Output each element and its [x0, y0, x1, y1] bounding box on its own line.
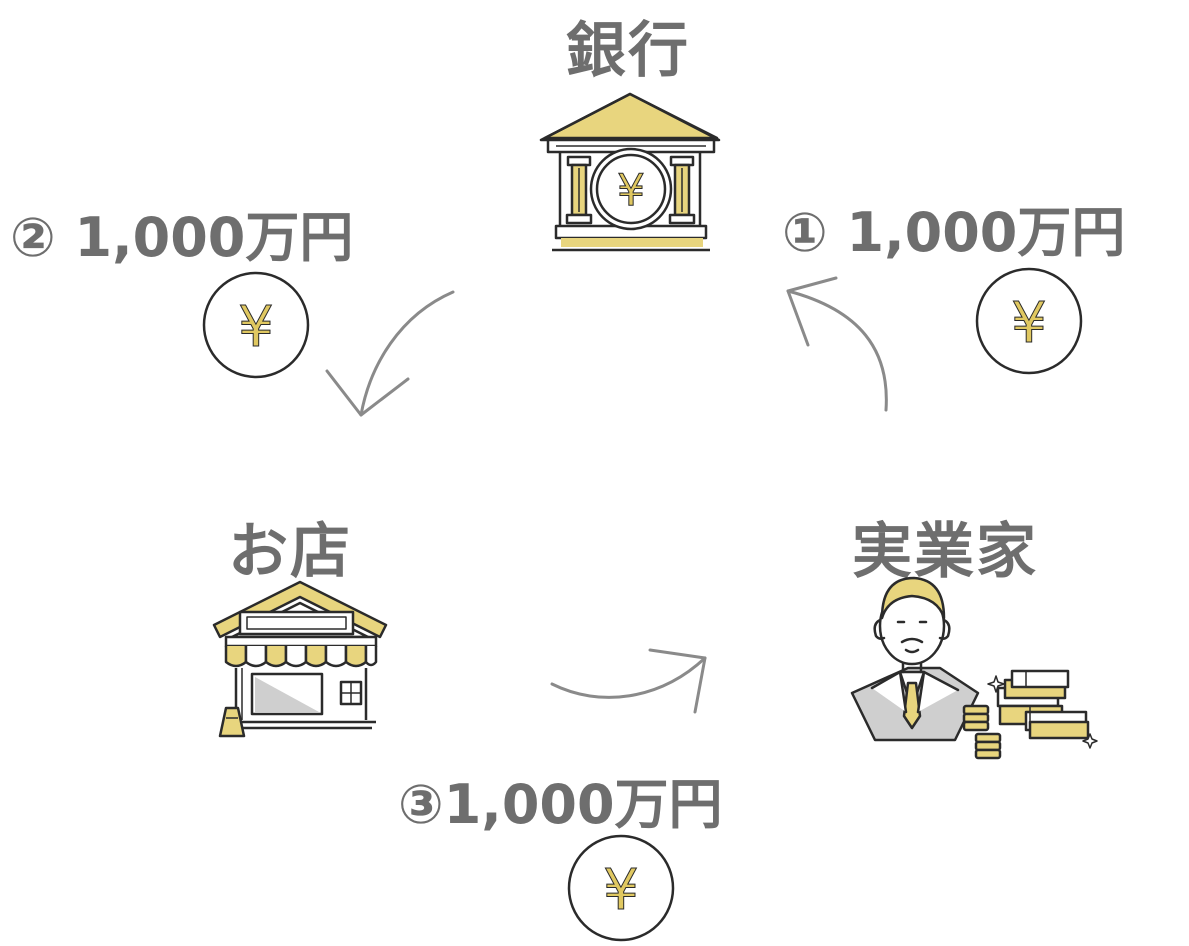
flow-1-label: ① 1,000万円	[782, 188, 1125, 267]
coin-3-yen: ¥	[603, 858, 639, 923]
coin-1-icon: ¥	[975, 267, 1083, 375]
coin-1-yen: ¥	[1011, 291, 1047, 356]
coin-2-yen: ¥	[238, 295, 274, 360]
shop-icon	[212, 580, 388, 738]
flow-2-label: ② 1,000万円	[10, 193, 353, 272]
arrow-entrepreneur-to-bank	[786, 276, 888, 412]
entrepreneur-icon	[850, 576, 1098, 760]
flow-3-amount: 1,000万円	[443, 773, 723, 836]
flow-1-step: ①	[782, 201, 828, 264]
coin-3-icon: ¥	[567, 834, 675, 942]
bank-label: 銀行	[566, 16, 690, 86]
bank-icon	[539, 92, 721, 252]
shop-label: お店	[228, 517, 352, 587]
flow-3-step: ③	[398, 773, 444, 836]
entrepreneur-label: 実業家	[852, 517, 1038, 587]
flow-3-label: ③1,000万円	[398, 760, 723, 839]
coin-2-icon: ¥	[202, 271, 310, 379]
flow-2-amount: 1,000万円	[74, 206, 354, 269]
flow-2-step: ②	[10, 206, 56, 269]
arrow-shop-to-entrepreneur	[550, 648, 707, 714]
bank-yen-symbol: ¥	[617, 165, 645, 216]
arrow-bank-to-shop	[325, 290, 455, 417]
flow-1-amount: 1,000万円	[846, 201, 1126, 264]
